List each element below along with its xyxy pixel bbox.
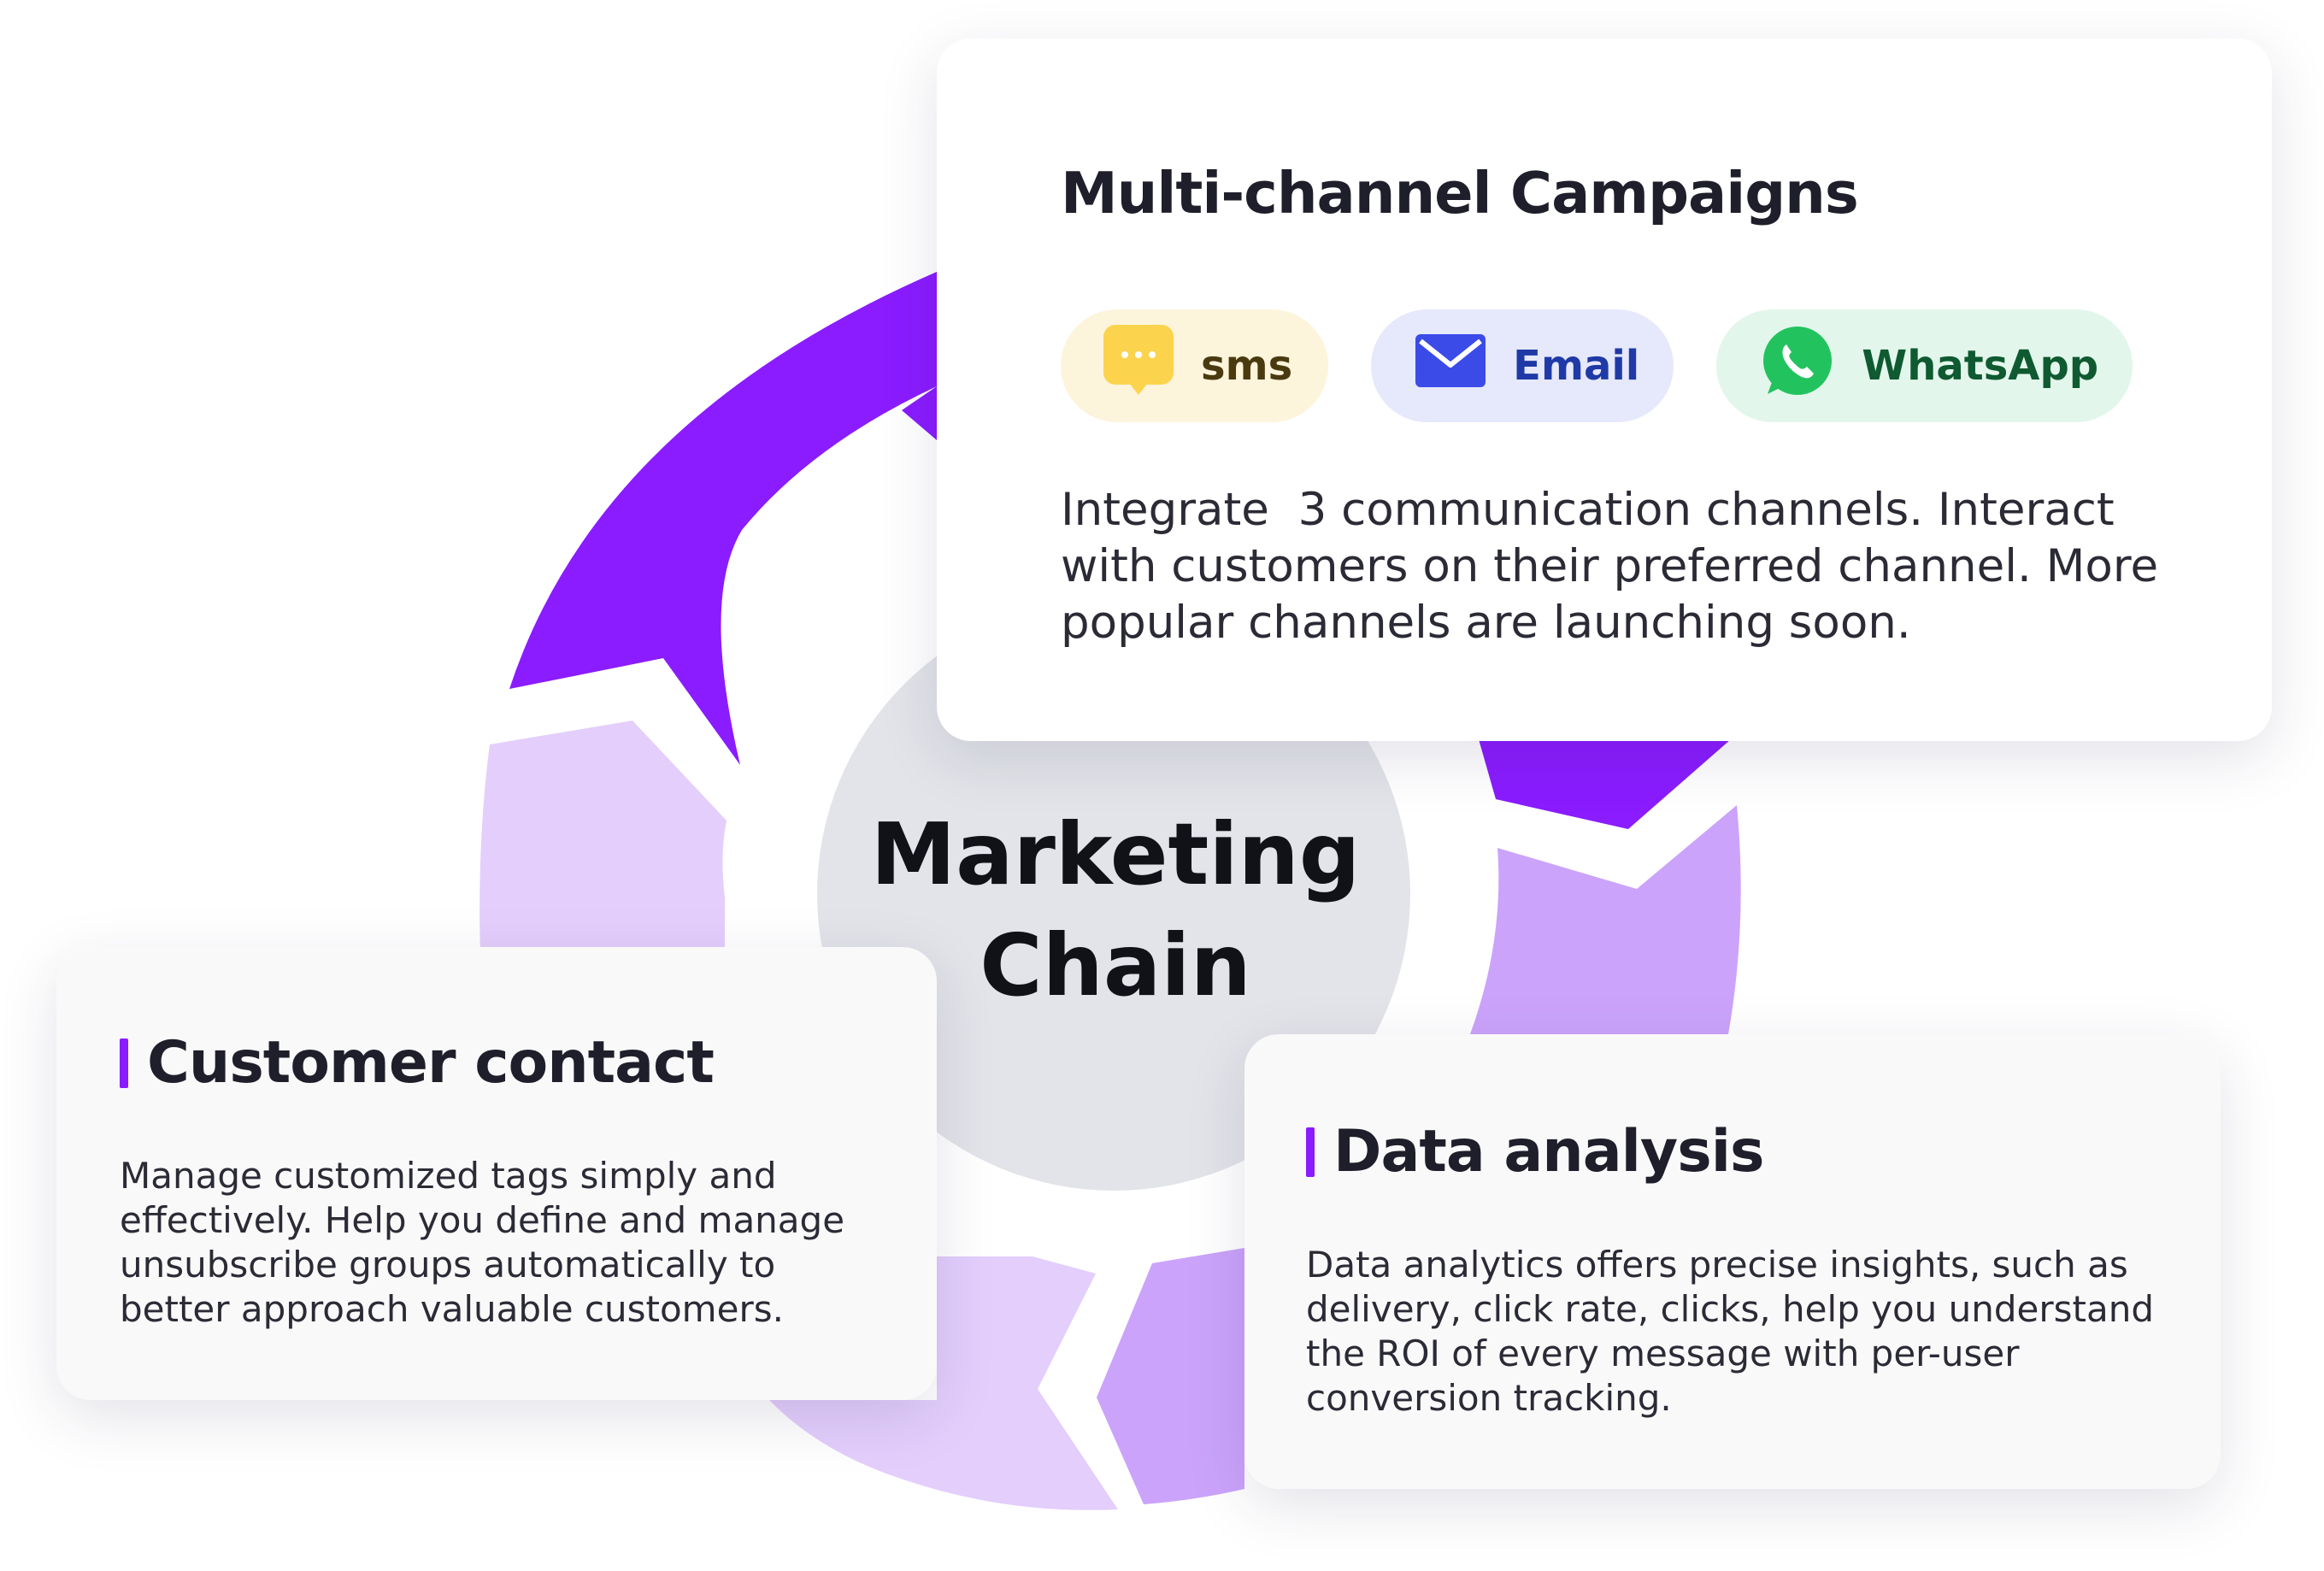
segment-campaigns-tail bbox=[1479, 739, 1731, 829]
channel-chips: sms Email W bbox=[1061, 309, 2272, 422]
segment-data-analysis-upper bbox=[1470, 805, 1741, 1034]
campaigns-title: Multi-channel Campaigns bbox=[1061, 160, 1859, 227]
customer-contact-card: Customer contact Manage customized tags … bbox=[56, 947, 937, 1400]
channel-label-whatsapp: WhatsApp bbox=[1862, 342, 2099, 390]
customer-contact-heading: Customer contact bbox=[120, 1034, 937, 1092]
center-label: Marketing Chain bbox=[816, 799, 1415, 1021]
data-analysis-heading: Data analysis bbox=[1306, 1123, 2221, 1181]
data-analysis-title: Data analysis bbox=[1333, 1118, 1764, 1186]
channel-chip-sms: sms bbox=[1061, 309, 1329, 422]
channel-label-sms: sms bbox=[1201, 342, 1293, 390]
segment-campaigns bbox=[509, 272, 937, 765]
segment-customer-contact-upper bbox=[480, 721, 727, 957]
data-analysis-card: Data analysis Data analytics offers prec… bbox=[1244, 1034, 2221, 1489]
channel-chip-whatsapp: WhatsApp bbox=[1716, 309, 2133, 422]
channel-chip-email: Email bbox=[1371, 309, 1674, 422]
segment-data-analysis-lower bbox=[1097, 1248, 1244, 1504]
segment-customer-contact-lower bbox=[769, 1256, 1118, 1510]
accent-bar bbox=[120, 1039, 128, 1088]
whatsapp-icon bbox=[1761, 324, 1834, 408]
accent-bar bbox=[1306, 1127, 1315, 1177]
data-analysis-description: Data analytics offers precise insights, … bbox=[1306, 1244, 2155, 1419]
customer-contact-description: Manage customized tags simply and effect… bbox=[120, 1155, 845, 1330]
customer-contact-title: Customer contact bbox=[147, 1029, 715, 1097]
campaigns-card: Multi-channel Campaigns sms bbox=[937, 38, 2272, 741]
sms-bubble-icon bbox=[1103, 325, 1174, 407]
center-label-line1: Marketing bbox=[870, 804, 1361, 904]
center-label-line2: Chain bbox=[980, 915, 1251, 1015]
campaigns-description: Integrate 3 communication channels. Inte… bbox=[1061, 484, 2173, 649]
channel-label-email: Email bbox=[1513, 342, 1640, 390]
envelope-icon bbox=[1415, 334, 1486, 397]
